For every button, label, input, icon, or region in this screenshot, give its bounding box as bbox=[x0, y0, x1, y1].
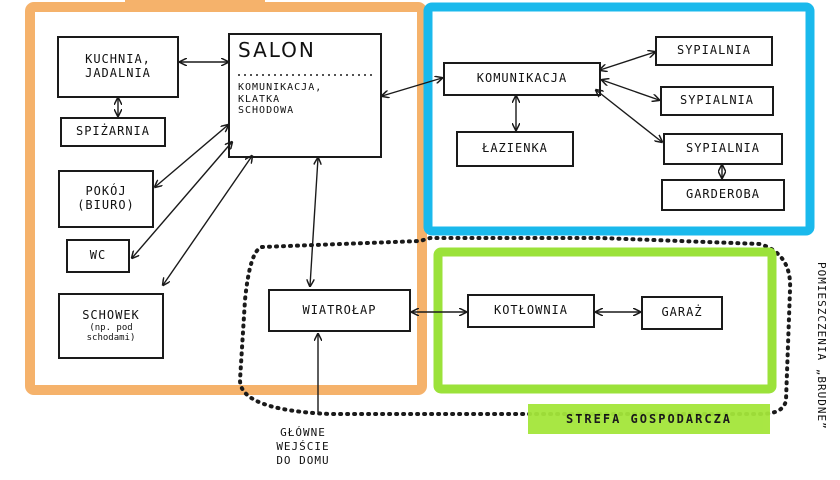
arrow-komunikacja-sypialnia2 bbox=[602, 80, 659, 100]
arrow-komunikacja-sypialnia1 bbox=[600, 52, 655, 70]
room-kotlownia: KOTŁOWNIA bbox=[467, 294, 595, 328]
schowek-label: SCHOWEK bbox=[82, 307, 140, 322]
zone-orange-top-stub bbox=[125, 0, 265, 6]
arrow-salon-wiatrolap bbox=[310, 158, 318, 286]
room-sypialnia-2: SYPIALNIA bbox=[660, 86, 774, 116]
sypialnia-2-label: SYPIALNIA bbox=[679, 93, 755, 108]
dirty-rooms-note: POMIESZCZENIA „BRUDNE” bbox=[815, 262, 828, 430]
strefa-gospodarcza-label: STREFA GOSPODARCZA bbox=[528, 404, 770, 434]
sypialnia-1-label: SYPIALNIA bbox=[676, 43, 752, 58]
arrow-komunikacja-sypialnia3 bbox=[596, 90, 662, 142]
room-sypialnia-1: SYPIALNIA bbox=[655, 36, 773, 66]
salon-title: SALON bbox=[238, 38, 316, 62]
komunikacja-label: KOMUNIKACJA bbox=[476, 71, 568, 86]
room-sypialnia-3: SYPIALNIA bbox=[663, 133, 783, 165]
entrance-line-3: DO DOMU bbox=[276, 453, 330, 467]
pokoj-line-1: POKÓJ bbox=[85, 184, 127, 199]
kuchnia-line-2: JADALNIA bbox=[85, 66, 151, 80]
pokoj-line-2: (BIURO) bbox=[77, 198, 135, 212]
main-entrance-label: GŁÓWNE WEJŚCIE DO DOMU bbox=[248, 426, 358, 467]
room-kuchnia-jadalnia: KUCHNIA, JADALNIA bbox=[57, 36, 179, 98]
arrow-schowek-salon bbox=[163, 156, 252, 285]
kuchnia-line-1: KUCHNIA, bbox=[85, 52, 151, 67]
room-komunikacja: KOMUNIKACJA bbox=[443, 62, 601, 96]
entrance-line-1: GŁÓWNE bbox=[280, 426, 326, 439]
room-garderoba: GARDEROBA bbox=[661, 179, 785, 211]
wc-label: WC bbox=[89, 248, 107, 263]
room-lazienka: ŁAZIENKA bbox=[456, 131, 574, 167]
lazienka-label: ŁAZIENKA bbox=[482, 141, 548, 156]
kotlownia-label: KOTŁOWNIA bbox=[493, 303, 569, 318]
salon-sub-2: KLATKA bbox=[238, 93, 281, 105]
room-salon: SALON KOMUNIKACJA, KLATKA SCHODOWA bbox=[228, 33, 382, 158]
garaz-label: GARAŻ bbox=[661, 305, 703, 320]
garderoba-label: GARDEROBA bbox=[685, 187, 761, 202]
schowek-note-2: schodami) bbox=[86, 332, 136, 343]
entrance-line-2: WEJŚCIE bbox=[276, 439, 330, 453]
zone-orange-day bbox=[25, 2, 427, 395]
spizarnia-label: SPIŻARNIA bbox=[75, 124, 151, 139]
salon-sub-1: KOMUNIKACJA, bbox=[238, 82, 323, 93]
room-spizarnia: SPIŻARNIA bbox=[60, 117, 166, 147]
room-wc: WC bbox=[66, 239, 130, 273]
wiatrolap-label: WIATROŁAP bbox=[302, 302, 377, 317]
room-wiatrolap: WIATROŁAP bbox=[268, 289, 411, 332]
room-garaz: GARAŻ bbox=[641, 296, 723, 330]
sypialnia-3-label: SYPIALNIA bbox=[685, 141, 761, 156]
zone-blue-night bbox=[423, 2, 815, 236]
room-pokoj-biuro: POKÓJ (BIURO) bbox=[58, 170, 154, 228]
salon-sub-3: SCHODOWA bbox=[238, 105, 295, 116]
room-schowek: SCHOWEK (np. pod schodami) bbox=[58, 293, 164, 359]
schowek-note-1: (np. pod bbox=[89, 322, 133, 333]
arrow-salon-komunikacja bbox=[382, 78, 442, 96]
zone-green-utility bbox=[433, 247, 777, 394]
